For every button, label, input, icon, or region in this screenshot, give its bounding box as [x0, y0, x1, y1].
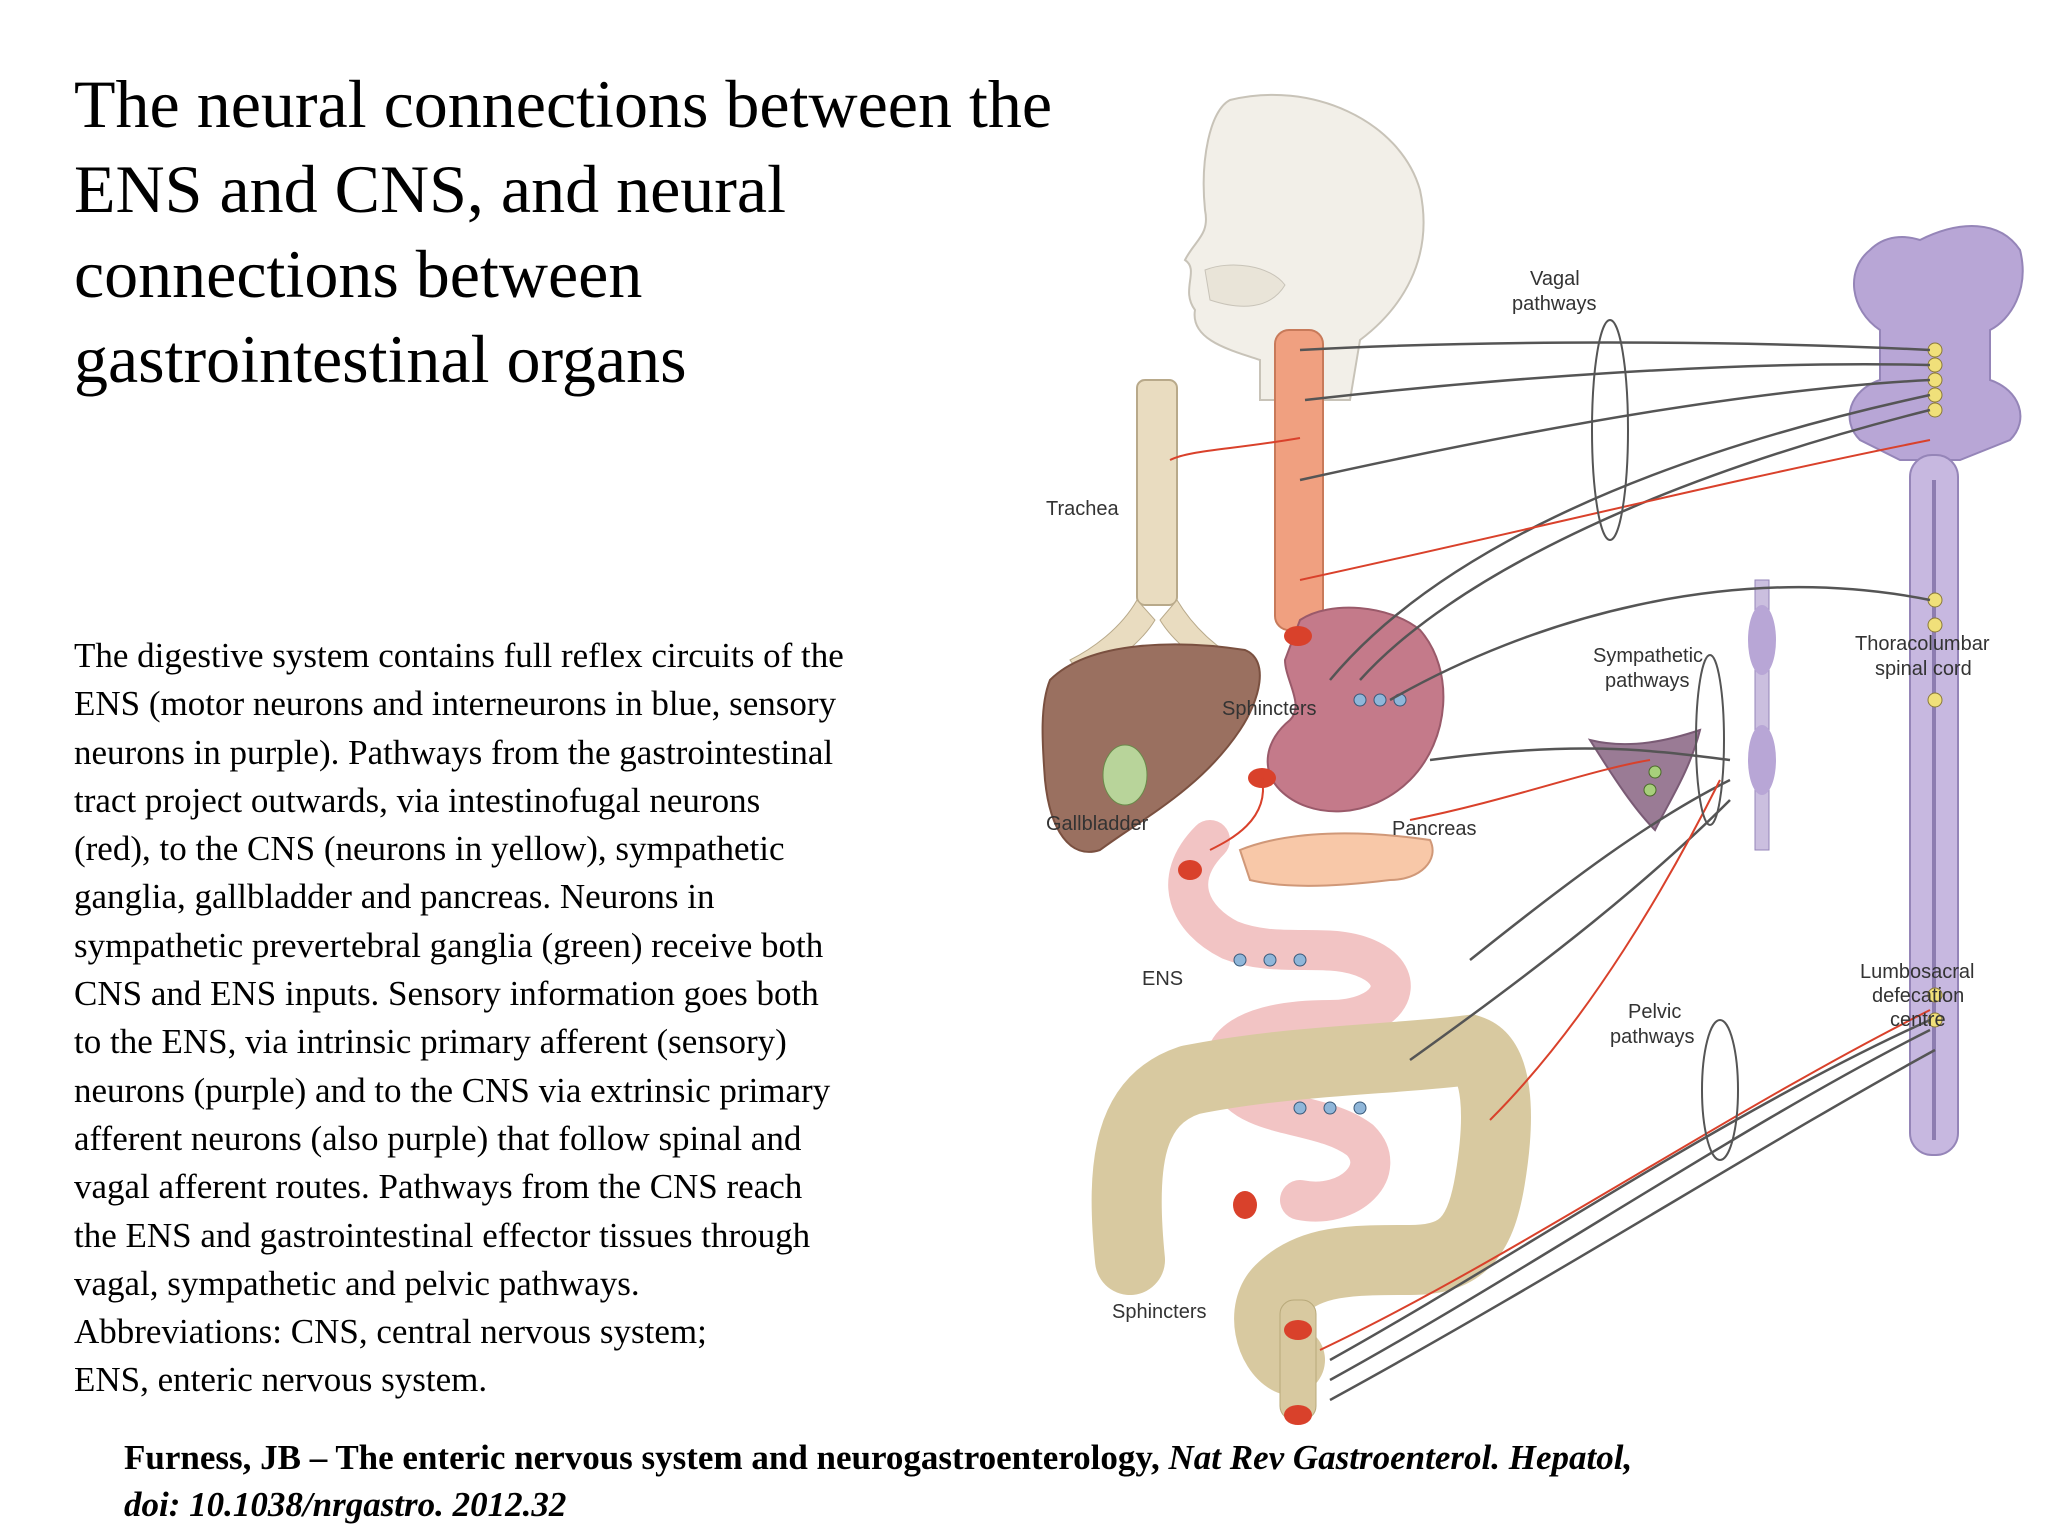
label-trachea: Trachea: [1046, 498, 1120, 520]
description-line: afferent neurons (also purple) that foll…: [74, 1118, 802, 1158]
pelvic-pathways-ring: [1701, 1019, 1739, 1161]
ens-neurons: [1233, 693, 1407, 1115]
title-line: gastrointestinal organs: [74, 321, 687, 397]
label-pancreas: Pancreas: [1392, 818, 1477, 840]
label-gallbladder: Gallbladder: [1046, 813, 1149, 835]
chain-ganglion: [1748, 605, 1776, 675]
description-line: ENS (motor neurons and interneurons in b…: [74, 684, 837, 724]
citation-authors-title: Furness, JB – The enteric nervous system…: [124, 1438, 1169, 1477]
mouth-cavity: [1204, 264, 1286, 307]
green-neuron: [1648, 765, 1662, 779]
head-silhouette: [1183, 93, 1425, 401]
title-line: ENS and CNS, and neural: [74, 151, 787, 227]
esophagus: [1274, 329, 1324, 631]
sympathetic-pathways-ring: [1695, 654, 1725, 826]
sphincters: [1178, 626, 1312, 1425]
label-ens: ENS: [1142, 968, 1183, 990]
vagal-pathways-ring: [1591, 319, 1629, 541]
description-line: tract project outwards, via intestinofug…: [74, 780, 761, 820]
small-intestine: [1168, 820, 1411, 1222]
label-sphincters-top: Sphincters: [1222, 698, 1317, 720]
description-line: neurons in purple). Pathways from the ga…: [74, 732, 834, 772]
rectum: [1279, 1299, 1317, 1421]
title-line: connections between: [74, 236, 643, 312]
chain-ganglion: [1748, 725, 1776, 795]
page-title: The neural connections between the ENS a…: [74, 62, 1094, 402]
description-line: vagal afferent routes. Pathways from the…: [74, 1167, 803, 1207]
description-line: vagal, sympathetic and pelvic pathways.: [74, 1263, 640, 1303]
description-line: CNS and ENS inputs. Sensory information …: [74, 974, 819, 1014]
description-line: neurons (purple) and to the CNS via extr…: [74, 1070, 831, 1110]
description-line: ENS, enteric nervous system.: [74, 1360, 488, 1400]
description-line: ganglia, gallbladder and pancreas. Neuro…: [74, 877, 715, 917]
citation-line-2: doi: 10.1038/nrgastro. 2012.32: [124, 1481, 1924, 1528]
citation-journal: Nat Rev Gastroenterol. Hepatol,: [1168, 1438, 1633, 1477]
description-line: Abbreviations: CNS, central nervous syst…: [74, 1312, 707, 1352]
description-line: The digestive system contains full refle…: [74, 636, 844, 675]
citation-line-1: Furness, JB – The enteric nervous system…: [124, 1434, 1924, 1481]
colon: [1091, 1014, 1531, 1395]
intestinofugal-pathways: [1169, 437, 1931, 1351]
prevertebral-ganglion: [1587, 728, 1702, 832]
description-line: the ENS and gastrointestinal effector ti…: [74, 1215, 811, 1255]
description-line: (red), to the CNS (neurons in yellow), s…: [74, 829, 785, 869]
description-paragraph: The digestive system contains full refle…: [74, 632, 974, 1405]
label-sphincters-bottom: Sphincters: [1112, 1301, 1207, 1323]
liver: [1041, 643, 1261, 853]
citation-doi: doi: 10.1038/nrgastro. 2012.32: [124, 1485, 567, 1524]
pancreas: [1238, 832, 1434, 887]
description-line: sympathetic prevertebral ganglia (green)…: [74, 925, 824, 965]
description-line: to the ENS, via intrinsic primary affere…: [74, 1022, 787, 1062]
citation: Furness, JB – The enteric nervous system…: [124, 1434, 1924, 1528]
title-line: The neural connections between the: [74, 66, 1053, 142]
gallbladder: [1102, 744, 1148, 806]
green-neuron: [1643, 783, 1657, 797]
stomach: [1266, 606, 1445, 813]
trachea: [1069, 379, 1241, 681]
nerve-pathways: [1299, 341, 1936, 1402]
